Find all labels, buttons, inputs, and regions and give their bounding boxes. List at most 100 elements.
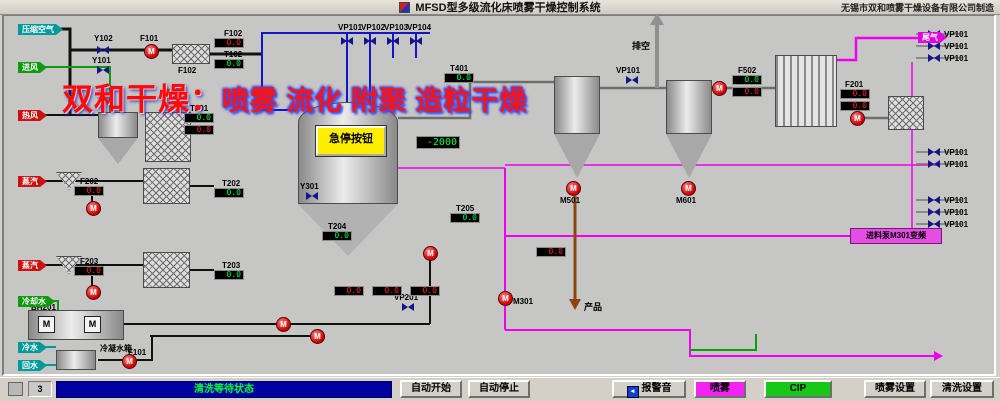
disp-f202: 0.0 xyxy=(74,186,104,196)
auto-start-button[interactable]: 自动开始 xyxy=(400,380,462,398)
valve-vp101[interactable] xyxy=(341,37,353,45)
disp-t201a: 0.0 xyxy=(184,113,214,123)
inlet-tag-cooling-water: 冷却水 xyxy=(18,296,55,307)
pump-f101[interactable]: M xyxy=(144,44,159,59)
valve-vp103[interactable] xyxy=(387,37,399,45)
disp-t401-label: T401 xyxy=(450,64,469,73)
disp-t201b: 0.0 xyxy=(184,125,214,135)
cyclone-m501-cone xyxy=(554,134,600,178)
disp-f502-label: F502 xyxy=(738,66,757,75)
disp-f502b: 0.0 xyxy=(732,87,762,97)
pump-f101b-label: F101 xyxy=(128,348,147,357)
disp-f203-label: F203 xyxy=(80,257,99,266)
valve-vp201-label: VP201 xyxy=(394,293,419,302)
pump-steam-2[interactable]: M xyxy=(86,285,101,300)
valve-y101[interactable] xyxy=(97,66,109,74)
status-message: 清洗等待状态 xyxy=(56,381,392,398)
feed-pump-box[interactable]: 进料泵M301变频 xyxy=(850,228,942,244)
alarm-sound-button[interactable]: ◂报警音 xyxy=(612,380,686,398)
right-valve-2[interactable] xyxy=(928,42,940,50)
disp-t102-label: T102 xyxy=(224,50,243,59)
cyclone-m601-cone xyxy=(666,134,712,178)
disp-t203-label: T203 xyxy=(222,261,241,270)
valve-y301[interactable] xyxy=(306,192,318,200)
disp-f201a: 0.0 xyxy=(840,89,870,99)
right-valve-7-label: VP101 xyxy=(944,208,969,217)
condensate-tank xyxy=(56,350,96,370)
disp-m501-flow: 0.0 xyxy=(536,247,566,257)
inlet-tag-hot-air: 热风 xyxy=(18,110,47,121)
pump-m601-label: M601 xyxy=(676,196,697,205)
pump-steam-1[interactable]: M xyxy=(86,201,101,216)
clean-settings-button[interactable]: 清洗设置 xyxy=(930,380,994,398)
valve-vp101-duct-label: VP101 xyxy=(616,66,641,75)
disp-t202: 0.0 xyxy=(214,188,244,198)
right-valve-8[interactable] xyxy=(928,220,940,228)
pump-m501[interactable]: M xyxy=(566,181,581,196)
disp-t205-label: T205 xyxy=(456,204,475,213)
disp-t102: 0.0 xyxy=(214,59,244,69)
disp-t202-label: T202 xyxy=(222,179,241,188)
disp-t203: 0.0 xyxy=(214,270,244,280)
valve-vp101-duct[interactable] xyxy=(626,76,638,84)
company-name: 无锡市双和喷雾干燥设备有限公司制造 xyxy=(840,3,994,13)
alarm-sound-label: 报警音 xyxy=(641,383,672,394)
right-valve-4[interactable] xyxy=(928,148,940,156)
app-logo-icon xyxy=(399,1,411,13)
disp-bottom-2: 0.0 xyxy=(372,286,402,296)
disp-f202-label: F202 xyxy=(80,177,99,186)
left-cyclone-cone xyxy=(98,138,138,164)
inlet-tag-air-in: 进风 xyxy=(18,62,47,73)
valve-y301-label: Y301 xyxy=(300,182,319,191)
right-valve-5-label: VP101 xyxy=(944,160,969,169)
tank-pump-2[interactable]: M xyxy=(84,316,101,333)
disp-f502a: 0.0 xyxy=(732,75,762,85)
pump-bottom-2[interactable]: M xyxy=(310,329,325,344)
right-valve-3[interactable] xyxy=(928,54,940,62)
valve-y102[interactable] xyxy=(97,46,109,54)
right-valve-6[interactable] xyxy=(928,196,940,204)
right-valve-8-label: VP101 xyxy=(944,220,969,229)
pump-m301-label: M301 xyxy=(513,297,534,306)
pump-chamber-outlet[interactable]: M xyxy=(423,246,438,261)
inlet-tag-steam-2: 蒸汽 xyxy=(18,260,47,271)
valve-vp103-label: VP103 xyxy=(384,23,409,32)
valve-vp201[interactable] xyxy=(402,303,414,311)
pump-m301[interactable]: M xyxy=(498,291,513,306)
disp-t401: 0.0 xyxy=(444,73,474,83)
valve-y101-label: Y101 xyxy=(92,56,111,65)
pump-m601[interactable]: M xyxy=(681,181,696,196)
disp-f201-label: F201 xyxy=(845,80,864,89)
disp-f102-label: F102 xyxy=(224,29,243,38)
auto-stop-button[interactable]: 自动停止 xyxy=(468,380,530,398)
emergency-stop-button[interactable]: 急停按钮 xyxy=(315,125,387,157)
heater-f102-label: F102 xyxy=(178,66,197,75)
valve-vp102[interactable] xyxy=(364,37,376,45)
heat-exchanger-1 xyxy=(143,168,190,204)
pump-f201[interactable]: M xyxy=(850,111,865,126)
pump-bottom-1[interactable]: M xyxy=(276,317,291,332)
bottom-bar: 3 清洗等待状态 自动开始 自动停止 ◂报警音 喷雾 CIP 喷雾设置 清洗设置 xyxy=(0,377,1000,401)
disp-t205: 0.0 xyxy=(450,213,480,223)
right-valve-6-label: VP101 xyxy=(944,196,969,205)
cip-button[interactable]: CIP xyxy=(764,380,832,398)
right-valve-7[interactable] xyxy=(928,208,940,216)
disp-f102: 0.0 xyxy=(214,38,244,48)
spray-button[interactable]: 喷雾 xyxy=(694,380,746,398)
baghouse xyxy=(775,55,837,127)
valve-vp101-label: VP101 xyxy=(338,23,363,32)
right-valve-1-label: VP101 xyxy=(944,30,969,39)
disp-bottom-3: 0.0 xyxy=(410,286,440,296)
tank-pump-1[interactable]: M xyxy=(38,316,55,333)
tank-bh201-label: BH201 xyxy=(31,303,56,312)
title-bar: MFSD型多级流化床喷雾干燥控制系统 无锡市双和喷雾干燥设备有限公司制造 xyxy=(0,0,1000,15)
spray-settings-button[interactable]: 喷雾设置 xyxy=(864,380,926,398)
disp-f201b: 0.0 xyxy=(840,101,870,111)
pump-duct[interactable]: M xyxy=(712,81,727,96)
valve-vp104[interactable] xyxy=(410,37,422,45)
right-valve-2-label: VP101 xyxy=(944,42,969,51)
page-title: MFSD型多级流化床喷雾干燥控制系统 xyxy=(415,2,601,14)
air-filter-box xyxy=(145,112,191,162)
outlet-tag-tail-gas: 尾气 xyxy=(918,32,947,43)
right-valve-5[interactable] xyxy=(928,160,940,168)
